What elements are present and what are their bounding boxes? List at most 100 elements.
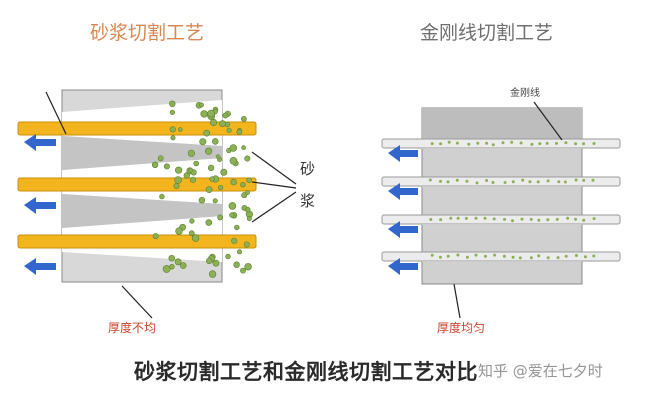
diamond-grit-particle: [555, 217, 559, 221]
slurry-particle: [178, 127, 183, 132]
slurry-particle: [226, 127, 232, 133]
slurry-particle: [229, 144, 238, 152]
diamond-grit-particle: [493, 253, 497, 257]
diamond-grit-particle: [476, 141, 480, 145]
diamond-grit-particle: [511, 219, 514, 223]
diamond-grit-particle: [529, 217, 533, 221]
right-wire-1: [381, 138, 621, 149]
diamond-grit-particle: [503, 217, 506, 221]
slurry-particle: [246, 216, 252, 222]
right-wire-2: [381, 176, 621, 187]
right-bottom-pointer: [453, 283, 461, 319]
diamond-grit-particle: [546, 179, 550, 183]
slurry-particle: [179, 262, 187, 269]
slurry-particle: [191, 234, 200, 242]
diamond-grit-particle: [574, 178, 578, 182]
left-thickness-note: 厚度不均: [108, 321, 157, 335]
diamond-grit-particle: [430, 253, 434, 257]
diamond-grit-particle: [528, 180, 532, 184]
diamond-grit-particle: [446, 180, 450, 184]
watermark: 知乎 @爱在七夕时: [478, 362, 603, 380]
slurry-pointer-1: [251, 151, 297, 185]
slurry-particle: [219, 120, 226, 128]
slurry-particle: [225, 253, 231, 260]
slurry-particle: [207, 109, 215, 118]
diamond-grit-particle: [439, 218, 443, 222]
slurry-particle: [229, 212, 235, 218]
diamond-grit-particle: [564, 141, 568, 145]
slurry-particle: [240, 267, 246, 274]
diamond-grit-particle: [429, 218, 433, 221]
slurry-particle: [174, 176, 182, 184]
slurry-particle: [152, 233, 159, 240]
right-arrow-2: [388, 183, 418, 200]
diamond-grit-particle: [591, 178, 595, 182]
left-slice-2: [62, 194, 222, 228]
diamond-grit-particle: [521, 178, 525, 182]
diamond-grit-particle: [556, 256, 560, 260]
slurry-particle: [218, 185, 224, 191]
slurry-particle: [231, 237, 238, 244]
left-wire-1: [17, 121, 257, 136]
slurry-particle: [220, 168, 228, 176]
slurry-particle: [187, 149, 195, 157]
slurry-particle: [199, 102, 204, 108]
right-arrow-3: [388, 221, 418, 238]
slurry-particle: [228, 202, 237, 210]
diamond-grit-particle: [546, 218, 550, 222]
slurry-particle: [205, 219, 213, 226]
slurry-pointer-2: [251, 181, 297, 189]
diamond-grit-particle: [582, 142, 586, 146]
slurry-particle: [206, 257, 213, 265]
diamond-grit-particle: [456, 253, 460, 257]
diamond-grit-particle: [574, 142, 578, 146]
slurry-particle: [170, 135, 176, 141]
slurry-particle: [229, 157, 238, 165]
right-thickness-note: 厚度均匀: [437, 321, 486, 335]
slurry-particle: [173, 183, 180, 190]
diamond-grit-particle: [447, 140, 451, 144]
slurry-particle: [157, 155, 164, 162]
slurry-particle: [233, 261, 240, 268]
left-slice-1: [62, 136, 222, 170]
diamond-grit-particle: [464, 216, 468, 220]
diamond-grit-particle: [537, 254, 541, 258]
diamond-grit-particle: [474, 253, 478, 257]
diamond-grit: [428, 140, 596, 260]
diamond-grit-particle: [564, 254, 568, 258]
slurry-particle: [209, 176, 215, 182]
diamond-grit-particle: [438, 255, 442, 259]
diamond-grit-particle: [583, 255, 587, 259]
diamond-grit-particle: [439, 142, 443, 146]
slurry-particle: [193, 160, 199, 167]
slurry-particle: [237, 249, 243, 255]
left-bottom-pointer: [121, 285, 153, 319]
slurry-particle: [159, 193, 165, 200]
slurry-particle: [169, 126, 176, 133]
slurry-particle: [222, 112, 229, 119]
left-top-pointer: [45, 91, 67, 135]
right-wire-3: [381, 214, 621, 225]
slurry-particle: [208, 270, 217, 278]
diamond-grit-particle: [467, 142, 471, 146]
diamond-grit-particle: [492, 217, 496, 221]
diamond-grit-particle: [555, 141, 558, 145]
diamond-grit-particle: [574, 217, 577, 221]
right-arrow-4: [388, 258, 418, 275]
diamond-grit-particle: [446, 254, 450, 258]
diamond-grit-particle: [538, 142, 542, 146]
diamond-grit-particle: [485, 179, 489, 182]
wire-label-pointer: [533, 101, 563, 141]
slurry-particle: [246, 177, 252, 183]
slurry-particle: [169, 264, 175, 270]
left-arrow-3: [24, 258, 56, 275]
diamond-grit-particle: [519, 141, 523, 145]
diamond-grit-particle: [574, 254, 578, 257]
left-wire-2: [17, 177, 257, 192]
diamond-grit-particle: [439, 179, 442, 183]
diamond-grit-particle: [563, 180, 567, 184]
slurry-particle: [151, 161, 159, 169]
slurry-particle: [183, 172, 191, 179]
